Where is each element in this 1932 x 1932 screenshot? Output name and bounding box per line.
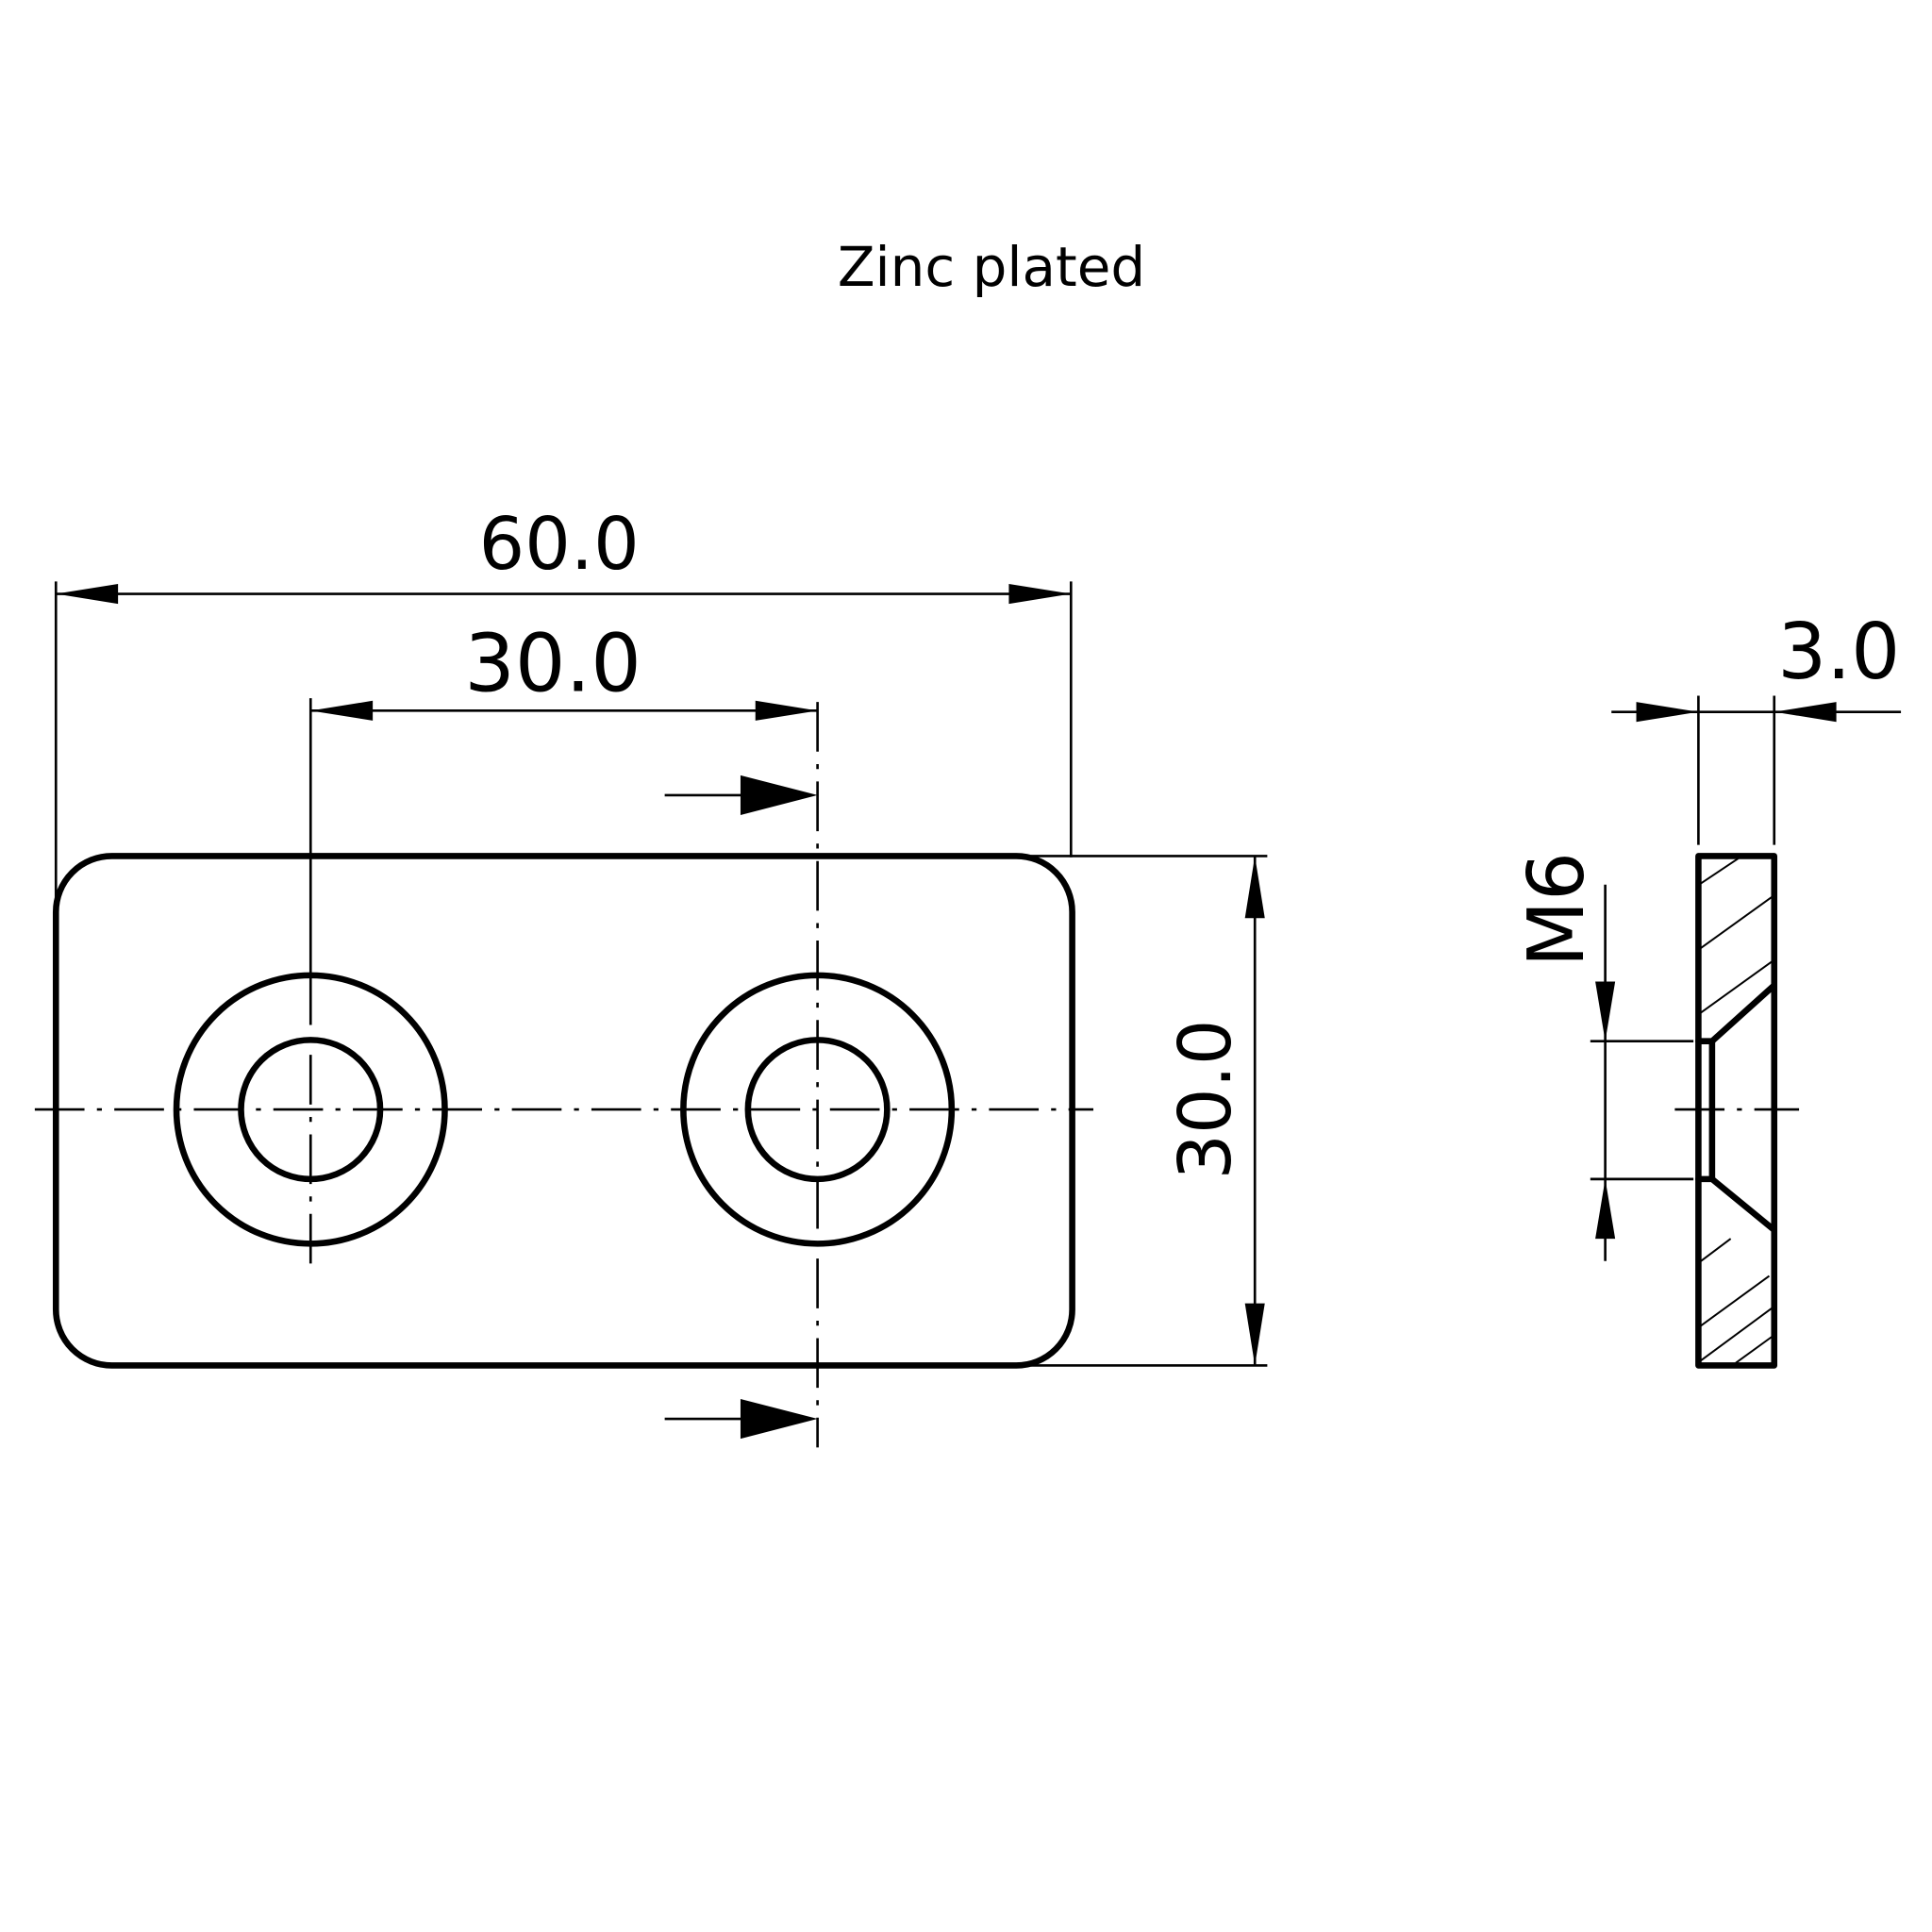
dimension-hole-spacing: 30.0 [308,617,818,975]
dimension-width: 30.0 [1031,855,1268,1367]
section-arrows [664,774,818,1440]
dimension-thickness: 3.0 [1611,608,1902,845]
width-label: 30.0 [1164,1020,1248,1180]
thickness-label: 3.0 [1777,608,1900,697]
front-view [34,702,1093,1448]
side-section-view [1674,853,1800,1369]
thread-label: M6 [1512,852,1602,967]
section-arrow-bottom [740,1398,818,1440]
title-note: Zinc plated [838,235,1145,299]
plate-outline [52,853,1075,1369]
section-hatching [1700,858,1773,1364]
dimension-thread: M6 [1512,852,1694,1261]
dimension-overall-length: 60.0 [54,503,1073,914]
overall-length-label: 60.0 [479,503,640,587]
hole-spacing-label: 30.0 [464,617,641,709]
section-arrow-top [740,774,818,815]
